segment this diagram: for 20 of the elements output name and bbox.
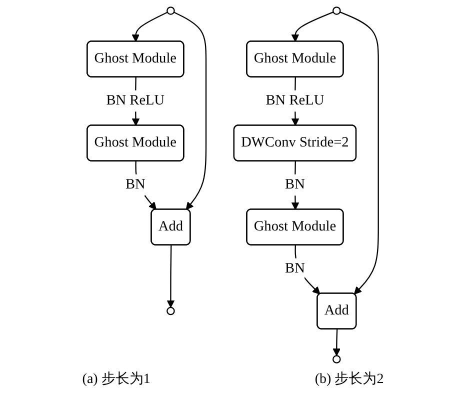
edge-label: BN ReLU bbox=[106, 92, 165, 108]
edge-label: BN bbox=[285, 176, 306, 192]
edge-label: BN ReLU bbox=[266, 92, 324, 108]
arrow bbox=[167, 245, 175, 308]
arrow bbox=[132, 12, 168, 42]
subfigure-caption: (a) 步长为1 bbox=[82, 370, 150, 388]
node-circle bbox=[166, 306, 176, 316]
arrow bbox=[292, 12, 334, 42]
arrow bbox=[332, 329, 341, 356]
arrow bbox=[294, 245, 321, 294]
node-circle bbox=[332, 6, 342, 15]
subfigure-caption: (b) 步长为2 bbox=[314, 370, 384, 388]
edge-label: BN bbox=[285, 260, 306, 276]
arrow bbox=[340, 12, 380, 294]
arrow bbox=[135, 161, 157, 210]
node-circle bbox=[166, 6, 176, 15]
arrow bbox=[292, 161, 300, 210]
edge-label: BN bbox=[126, 176, 146, 192]
arrow bbox=[174, 12, 207, 210]
node-circle bbox=[332, 355, 342, 364]
